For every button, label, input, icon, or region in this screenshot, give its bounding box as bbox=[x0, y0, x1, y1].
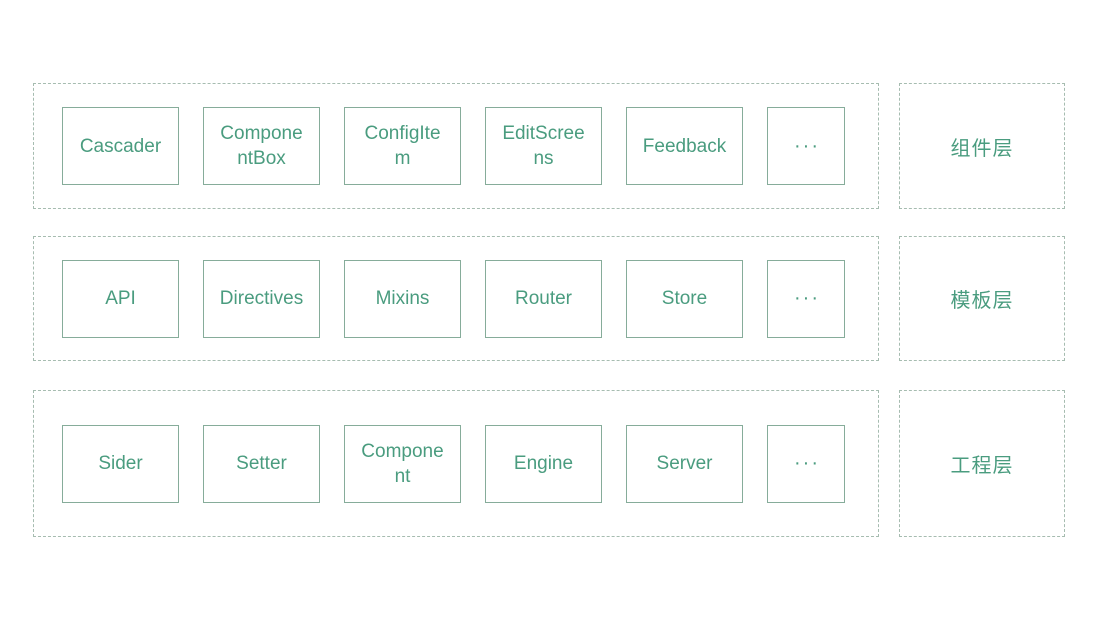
ellipsis-box: ··· bbox=[767, 107, 845, 185]
item-box: ComponentBox bbox=[203, 107, 320, 185]
item-box: Store bbox=[626, 259, 743, 338]
item-box: Directives bbox=[203, 259, 320, 338]
item-box: API bbox=[62, 259, 179, 338]
layer-diagram: Cascader ComponentBox ConfigItem EditScr… bbox=[33, 83, 1065, 537]
layer-label-components: 组件层 bbox=[899, 83, 1065, 209]
item-box: Server bbox=[626, 424, 743, 503]
layer-label-templates: 模板层 bbox=[899, 236, 1065, 361]
item-box: EditScreens bbox=[485, 107, 602, 185]
item-box: Router bbox=[485, 259, 602, 338]
layer-row-engineering: Sider Setter Component Engine Server ···… bbox=[33, 390, 1065, 537]
layer-row-templates: API Directives Mixins Router Store ··· 模… bbox=[33, 236, 1065, 361]
item-box: Setter bbox=[203, 424, 320, 503]
item-box: ConfigItem bbox=[344, 107, 461, 185]
templates-items-panel: API Directives Mixins Router Store ··· bbox=[33, 236, 879, 361]
item-box: Mixins bbox=[344, 259, 461, 338]
components-items-panel: Cascader ComponentBox ConfigItem EditScr… bbox=[33, 83, 879, 209]
item-box: Engine bbox=[485, 424, 602, 503]
layer-label-engineering: 工程层 bbox=[899, 390, 1065, 537]
item-box: Cascader bbox=[62, 107, 179, 185]
item-box: Feedback bbox=[626, 107, 743, 185]
engineering-items-panel: Sider Setter Component Engine Server ··· bbox=[33, 390, 879, 537]
layer-row-components: Cascader ComponentBox ConfigItem EditScr… bbox=[33, 83, 1065, 209]
ellipsis-box: ··· bbox=[767, 259, 845, 338]
item-box: Component bbox=[344, 424, 461, 503]
ellipsis-box: ··· bbox=[767, 424, 845, 503]
item-box: Sider bbox=[62, 424, 179, 503]
